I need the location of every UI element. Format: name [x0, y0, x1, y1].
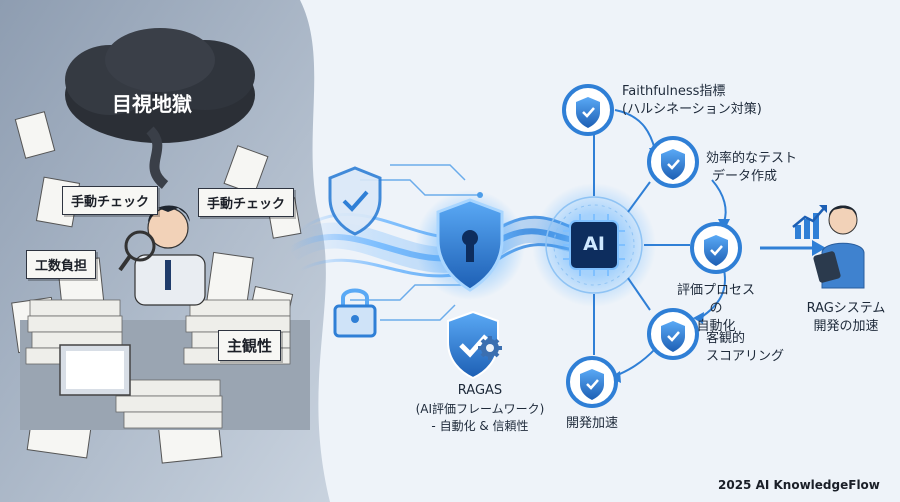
node-badges — [562, 84, 742, 408]
lock-icon — [333, 288, 377, 338]
bar-chart-icon — [792, 205, 827, 239]
person-tablet-icon — [813, 205, 865, 289]
node-label-scoring: 客観的スコアリング — [706, 331, 785, 364]
storm-cloud — [65, 28, 255, 189]
node-label-automation: 評価プロセスの自動化 — [676, 283, 755, 334]
stressed-worker-figure — [118, 205, 206, 306]
node-label-test-data: 効率的なテストデータ作成 — [706, 151, 798, 184]
shield-check-icon — [328, 166, 382, 236]
keyhole-shield-icon — [436, 198, 504, 292]
gear-icon — [478, 336, 502, 360]
tag-manual-check-2: 手動チェック — [198, 188, 295, 217]
tag-subjectivity: 主観性 — [218, 330, 282, 361]
node-label-acceleration: 開発加速 — [565, 416, 618, 431]
footer-credit: 2025 AI KnowledgeFlow — [718, 478, 880, 492]
cloud-label: 目視地獄 — [112, 92, 192, 116]
ai-chip-label: AI — [583, 233, 605, 255]
ragas-subtitle: (AI評価フレームワーク) — [415, 402, 545, 416]
ragas-title: RAGAS — [457, 383, 503, 398]
tag-manual-check-1: 手動チェック — [62, 186, 159, 215]
tag-workload: 工数負担 — [26, 250, 97, 279]
ragas-subtitle-2: - 自動化 & 信頼性 — [431, 419, 529, 433]
ai-chip-icon — [563, 214, 625, 276]
result-label: RAGシステム開発の加速 — [806, 301, 886, 334]
node-label-faithfulness: Faithfulness指標(ハルシネーション対策) — [622, 84, 762, 117]
magnifier-icon — [124, 230, 156, 262]
